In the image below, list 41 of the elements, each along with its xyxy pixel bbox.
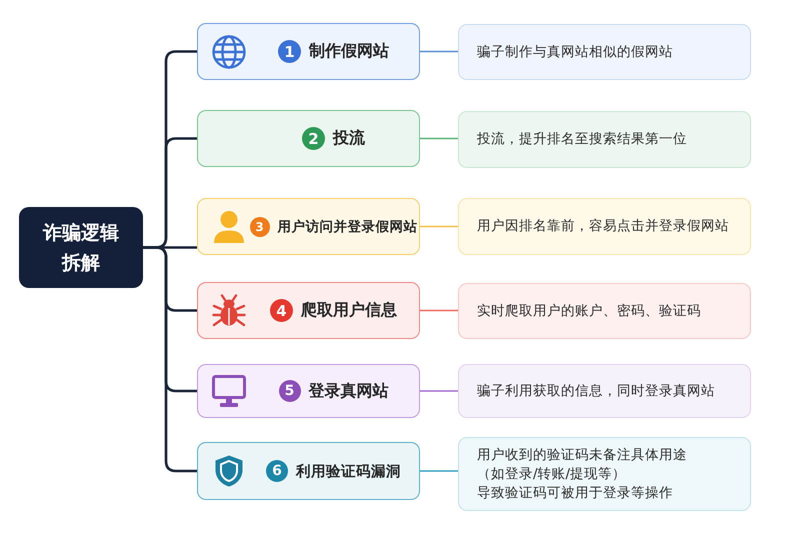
number-badge: 2 — [302, 127, 325, 150]
description-box — [458, 283, 751, 339]
description-text: 用户因排名靠前，容易点击并登录假网站 — [477, 217, 729, 236]
connector-line — [420, 138, 458, 140]
step-title: 用户访问并登录假网站 — [278, 218, 418, 236]
connector-line — [420, 310, 458, 312]
description-text: 骗子制作与真网站相似的假网站 — [477, 42, 673, 62]
step-box — [197, 282, 420, 339]
connector-line — [420, 390, 458, 392]
step-box — [197, 110, 420, 167]
number-badge: 6 — [266, 460, 288, 482]
description-text: 导致验证码可被用于登录等操作 — [477, 484, 673, 502]
topic-title: 诈骗逻辑拆解 — [42, 220, 120, 276]
step-title: 爬取用户信息 — [301, 300, 397, 321]
step-box — [197, 364, 420, 418]
description-box — [458, 111, 751, 168]
number-badge: 1 — [278, 40, 301, 63]
description-box — [458, 364, 751, 418]
step-box — [197, 198, 420, 255]
description-text: 实时爬取用户的账户、密码、验证码 — [477, 302, 701, 320]
description-box — [458, 198, 751, 255]
number-badge: 3 — [250, 216, 270, 236]
description-box — [458, 24, 751, 80]
description-text: 骗子利用获取的信息，同时登录真网站 — [477, 382, 715, 400]
connector-line — [143, 246, 197, 472]
description-text: 投流，提升排名至搜索结果第一位 — [477, 130, 687, 149]
description-text: 用户收到的验证码未备注具体用途 — [477, 446, 687, 464]
topic-box — [19, 207, 143, 288]
connector-line — [420, 226, 458, 228]
step-box — [197, 442, 420, 500]
connector-line — [420, 50, 458, 52]
step-title: 制作假网站 — [309, 41, 389, 62]
step-title: 登录真网站 — [308, 380, 388, 402]
number-badge: 4 — [270, 299, 293, 322]
step-box — [197, 23, 420, 80]
description-text: （如登录/转账/提现等） — [477, 464, 626, 484]
description-box — [458, 437, 751, 511]
connector-line — [420, 470, 458, 472]
number-badge: 5 — [278, 380, 300, 402]
step-title: 利用验证码漏洞 — [296, 462, 401, 480]
step-title: 投流 — [333, 128, 365, 149]
